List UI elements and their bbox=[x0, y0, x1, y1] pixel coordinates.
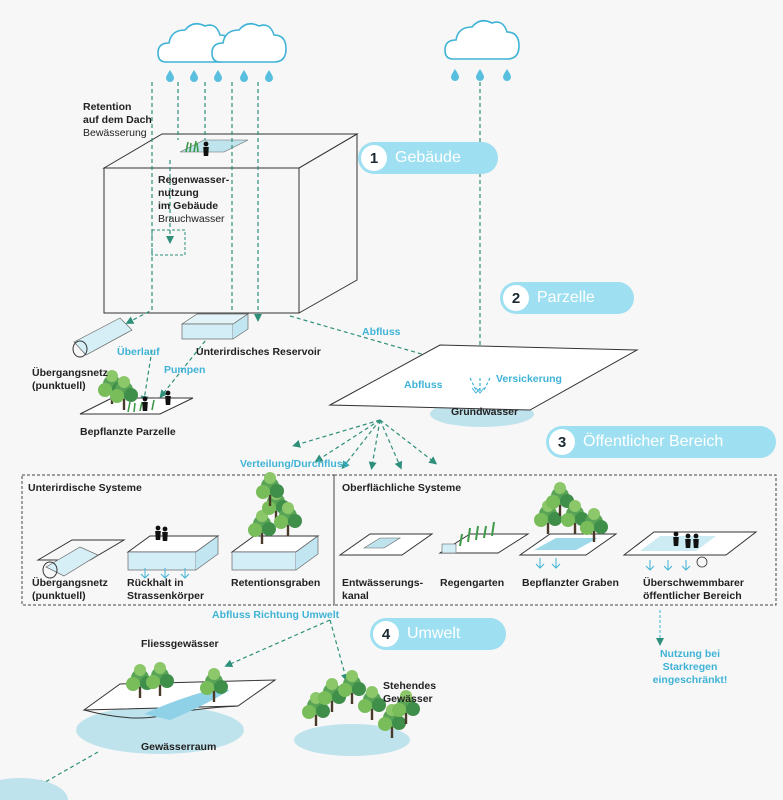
street-retention bbox=[126, 525, 220, 571]
infiltration-arrows bbox=[140, 558, 691, 646]
rainwater-use-title-2: nutzung bbox=[158, 187, 199, 199]
drainage-channel bbox=[338, 533, 434, 556]
river-space-label: Gewässerraum bbox=[141, 741, 217, 753]
river bbox=[76, 662, 277, 754]
runoff-label-2: Abfluss bbox=[404, 379, 443, 391]
roof-retention-sub: Bewässerung bbox=[83, 127, 147, 139]
drainage-channel-label-1: Entwässerungs- bbox=[342, 577, 424, 589]
heavy-rain-note-1: Nutzung bei bbox=[659, 648, 721, 660]
retention-trench bbox=[230, 472, 320, 571]
stage-1-label: Gebäude bbox=[395, 149, 461, 166]
roof-garden bbox=[179, 139, 249, 156]
infiltration-label: Versickerung bbox=[496, 373, 562, 385]
planted-parcel-label: Bepflanzte Parzelle bbox=[80, 426, 176, 438]
public-network-label-1: Übergangsnetz bbox=[32, 577, 108, 589]
stage-4-number: 4 bbox=[373, 621, 399, 647]
pump-label: Pumpen bbox=[164, 364, 206, 376]
building-cube bbox=[102, 133, 359, 314]
stage-2-label: Parzelle bbox=[537, 289, 595, 306]
stage-1-number: 1 bbox=[361, 145, 387, 171]
planted-ditch-label: Bepflanzter Graben bbox=[522, 577, 619, 589]
stage-3-number: 3 bbox=[549, 429, 575, 455]
overflow-label: Überlauf bbox=[117, 346, 160, 358]
stage-3-label: Öffentlicher Bereich bbox=[583, 433, 724, 450]
floodable-area-label-2: öffentlicher Bereich bbox=[643, 590, 742, 602]
stage-4-pill: 4 Umwelt bbox=[370, 618, 506, 650]
public-area-frame bbox=[21, 474, 777, 606]
stage-4-label: Umwelt bbox=[407, 625, 461, 642]
public-pipe bbox=[36, 539, 126, 579]
roof-retention-title-2: auf dem Dach bbox=[83, 114, 152, 126]
surface-systems-title: Oberflächliche Systeme bbox=[342, 482, 462, 494]
groundwater-label: Grundwasser bbox=[451, 406, 519, 418]
transition-network-pipe bbox=[72, 317, 133, 358]
underground-systems-title: Unterirdische Systeme bbox=[28, 482, 142, 494]
indoor-tank bbox=[151, 229, 186, 256]
distribution-label: Verteilung/Durchfluss bbox=[240, 458, 349, 470]
stage-3-pill: 3 Öffentlicher Bereich bbox=[546, 426, 776, 458]
stage-1-pill: 1 Gebäude bbox=[358, 142, 498, 174]
river-label: Fliessgewässer bbox=[141, 638, 219, 650]
cloud-right-icon bbox=[444, 19, 520, 81]
toward-environment-label: Abfluss Richtung Umwelt bbox=[212, 609, 340, 621]
roof-retention-title-1: Retention bbox=[83, 101, 132, 113]
standing-water bbox=[294, 670, 420, 756]
street-retention-label-1: Rückhalt in bbox=[127, 577, 184, 589]
floodable-public-area bbox=[622, 531, 758, 568]
reservoir-label: Unterirdisches Reservoir bbox=[196, 346, 321, 358]
distribution-arrows bbox=[292, 419, 438, 470]
heavy-rain-note-3: eingeschränkt! bbox=[652, 674, 728, 686]
environment-arrows bbox=[36, 619, 349, 787]
drainage-channel-label-2: kanal bbox=[342, 590, 369, 602]
public-network-label-2: (punktuell) bbox=[32, 590, 86, 602]
downstream-water bbox=[0, 778, 68, 800]
planted-parcel bbox=[79, 370, 194, 415]
cloud-left-icon bbox=[157, 22, 287, 82]
rainwater-use-sub: Brauchwasser bbox=[158, 213, 225, 225]
lake-label-2: Gewässer bbox=[383, 693, 433, 705]
planted-ditch bbox=[518, 482, 618, 556]
retention-trench-label: Retentionsgraben bbox=[231, 577, 321, 589]
street-retention-label-2: Strassenkörper bbox=[127, 590, 205, 602]
rain-garden bbox=[438, 521, 530, 554]
lake-label-1: Stehendes bbox=[383, 680, 437, 692]
floodable-area-label-1: Überschwemmbarer bbox=[643, 577, 744, 589]
rain-garden-label: Regengarten bbox=[440, 577, 505, 589]
rainwater-use-title-1: Regenwasser- bbox=[158, 174, 230, 186]
heavy-rain-note-2: Starkregen bbox=[662, 661, 718, 673]
stage-2-pill: 2 Parzelle bbox=[500, 282, 634, 314]
stage-2-number: 2 bbox=[503, 285, 529, 311]
parcel-plane bbox=[328, 344, 639, 427]
building-network-label-2: (punktuell) bbox=[32, 380, 86, 392]
building-network-label-1: Übergangsnetz bbox=[32, 367, 108, 379]
underground-reservoir bbox=[180, 313, 250, 340]
rainwater-use-title-3: im Gebäude bbox=[158, 200, 219, 212]
runoff-label-1: Abfluss bbox=[362, 326, 401, 338]
